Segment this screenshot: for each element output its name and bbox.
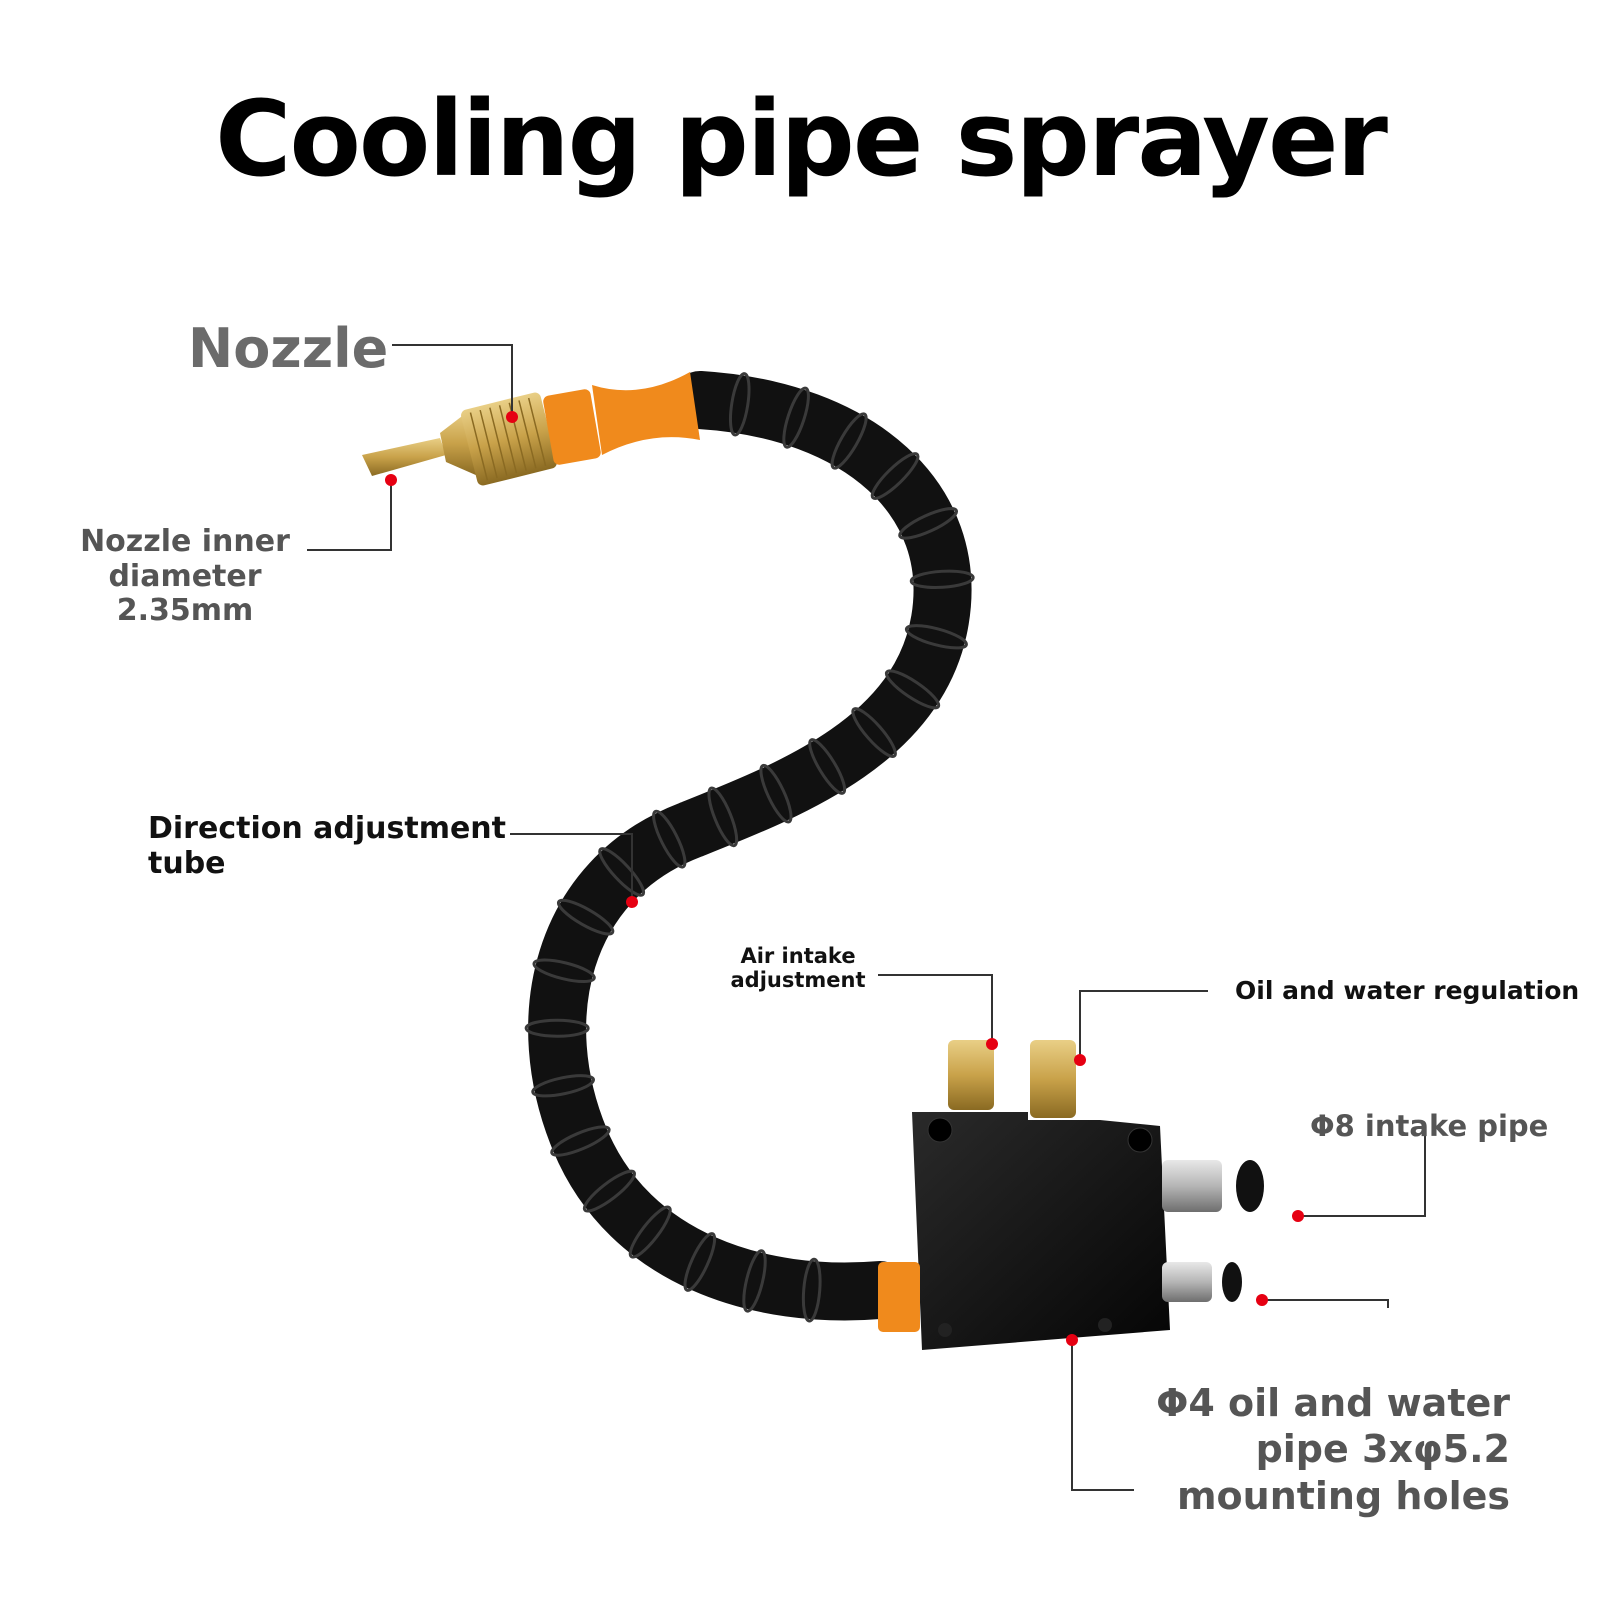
label-intake-pipe: Φ8 intake pipe xyxy=(1310,1109,1549,1143)
hose-segment xyxy=(652,809,687,869)
orange-coupling-bottom xyxy=(878,1262,920,1332)
hose-body xyxy=(528,371,972,1321)
hose-segment xyxy=(728,372,751,437)
hose-segment xyxy=(598,847,646,897)
page-title: Cooling pipe sprayer xyxy=(215,78,1388,200)
valve-block xyxy=(878,1040,1264,1350)
hose-segment xyxy=(683,1232,717,1292)
nozzle-tip xyxy=(362,438,446,476)
label-oil-water-regulation: Oil and water regulation xyxy=(1235,976,1580,1005)
orange-hourglass xyxy=(592,372,700,455)
brass-knob-oil xyxy=(1030,1040,1076,1118)
hose-segment xyxy=(550,1125,611,1157)
hose-segment xyxy=(532,958,596,984)
hose-segment xyxy=(904,624,968,650)
brass-knob-air xyxy=(948,1040,994,1110)
hose-segments xyxy=(524,372,975,1323)
label-air-intake-adjustment: Air intake adjustment xyxy=(730,944,866,993)
hose-segment xyxy=(909,569,975,590)
nozzle-assembly xyxy=(362,372,700,486)
hose-segment xyxy=(707,786,739,848)
label-oil-water-pipe: Φ4 oil and water pipe 3xφ5.2 mounting ho… xyxy=(1156,1381,1510,1518)
label-direction-adjustment-tube: Direction adjustment tube xyxy=(148,811,507,881)
hose-segment xyxy=(628,1205,672,1259)
hose-segment xyxy=(782,386,810,449)
block-body xyxy=(912,1112,1170,1350)
oil-fitting xyxy=(1162,1262,1212,1302)
hose-segment xyxy=(808,738,847,795)
hose-segment xyxy=(759,763,793,824)
leader-lines xyxy=(307,344,1426,1491)
hose-segment xyxy=(851,707,897,758)
hose-segment xyxy=(830,412,868,470)
hose-segment xyxy=(531,1074,596,1098)
hose-segment xyxy=(524,1018,590,1038)
label-nozzle-inner-diameter: Nozzle inner diameter 2.35mm xyxy=(80,524,290,628)
hose-segment xyxy=(870,452,920,500)
callout-dots xyxy=(385,411,1304,1346)
intake-fitting xyxy=(1162,1160,1222,1212)
hose-segment xyxy=(556,898,615,936)
hose-segment xyxy=(801,1257,822,1323)
label-nozzle: Nozzle xyxy=(188,317,389,380)
hose-segment xyxy=(884,669,941,710)
hose-segment xyxy=(582,1169,636,1213)
hose-segment xyxy=(742,1249,767,1313)
hose-segment xyxy=(898,507,959,540)
orange-coupling-top xyxy=(543,389,601,465)
